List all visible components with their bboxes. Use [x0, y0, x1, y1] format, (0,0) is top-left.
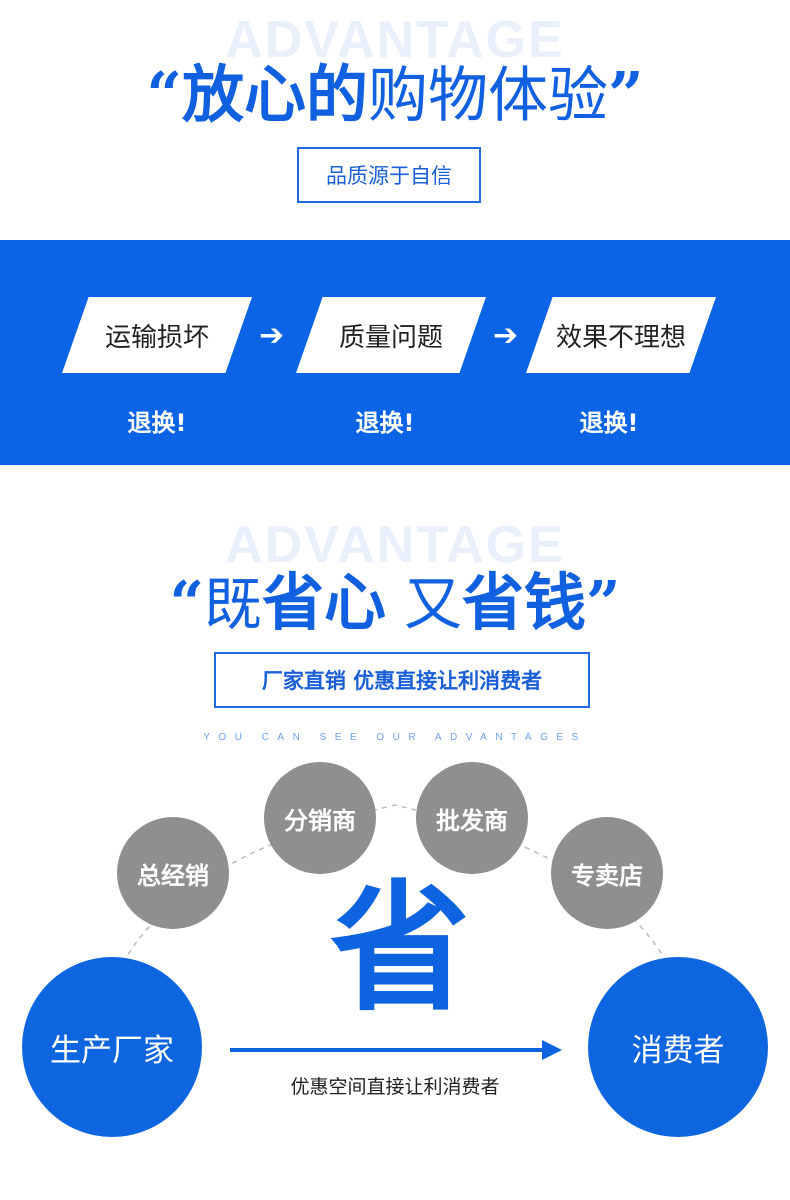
- policy-result-quality: 退换!: [355, 409, 415, 437]
- node-sub-distributor: 分销商: [264, 762, 376, 874]
- subtitle-quality: 品质源于自信: [326, 164, 452, 188]
- node-manufacturer: 生产厂家: [22, 957, 202, 1137]
- headline-bold-xin: 省心: [261, 566, 386, 639]
- policy-item-transport: 运输损坏: [62, 297, 252, 373]
- flow-arrow-icon: [230, 1040, 562, 1060]
- node-wholesaler: 批发商: [416, 762, 528, 874]
- quote-close: ”: [608, 58, 644, 131]
- headline-save-worry-money: “既省心又省钱”: [0, 552, 790, 642]
- policy-result-transport: 退换!: [127, 409, 187, 437]
- node-retail-store: 专卖店: [551, 817, 663, 929]
- headline-light-part: 购物体验: [368, 61, 608, 131]
- policy-label-effect: 效果不理想: [555, 322, 686, 353]
- policy-item-quality: 质量问题: [296, 297, 486, 373]
- headline-bold-part: 放心的: [181, 58, 368, 131]
- node-general-distributor: 总经销: [117, 817, 229, 929]
- watermark-advantage-bottom: ADVANTAGE: [225, 516, 565, 574]
- headline-light-ji: 既: [203, 570, 262, 638]
- quote-open: “: [169, 569, 204, 639]
- arrow-right-icon: ➔: [493, 318, 519, 353]
- headline-shopping-experience: “放心的购物体验”: [0, 44, 790, 134]
- subtitle-factory: 厂家直销 优惠直接让利消费者: [261, 669, 543, 693]
- policy-result-effect: 退换!: [579, 409, 639, 437]
- node-label: 消费者: [631, 1032, 725, 1069]
- node-label: 分销商: [284, 806, 356, 835]
- arrow-right-icon: ➔: [259, 318, 285, 353]
- node-label: 总经销: [137, 861, 209, 890]
- flow-caption: 优惠空间直接让利消费者: [290, 1076, 500, 1098]
- return-policy-band: 运输损坏 ➔ 质量问题 ➔ 效果不理想 退换! 退换! 退换!: [0, 240, 790, 465]
- big-save-character: 省: [329, 868, 470, 1031]
- subtitle-quality-box: 品质源于自信: [297, 147, 481, 203]
- policy-label-transport: 运输损坏: [104, 322, 209, 353]
- headline-light-you: 又: [404, 570, 463, 638]
- tagline-advantages: YOU CAN SEE OUR ADVANTAGES: [203, 732, 587, 743]
- node-consumer: 消费者: [588, 957, 768, 1137]
- policy-item-effect: 效果不理想: [526, 297, 716, 373]
- policy-label-quality: 质量问题: [338, 322, 443, 353]
- quote-open: “: [146, 58, 182, 131]
- quote-close: ”: [586, 569, 621, 639]
- node-label: 生产厂家: [50, 1032, 174, 1069]
- subtitle-factory-box: 厂家直销 优惠直接让利消费者: [214, 652, 590, 708]
- headline-bold-qian: 省钱: [462, 566, 587, 639]
- watermark-advantage-top: ADVANTAGE: [225, 11, 565, 69]
- node-label: 批发商: [436, 806, 508, 835]
- node-label: 专卖店: [571, 861, 643, 890]
